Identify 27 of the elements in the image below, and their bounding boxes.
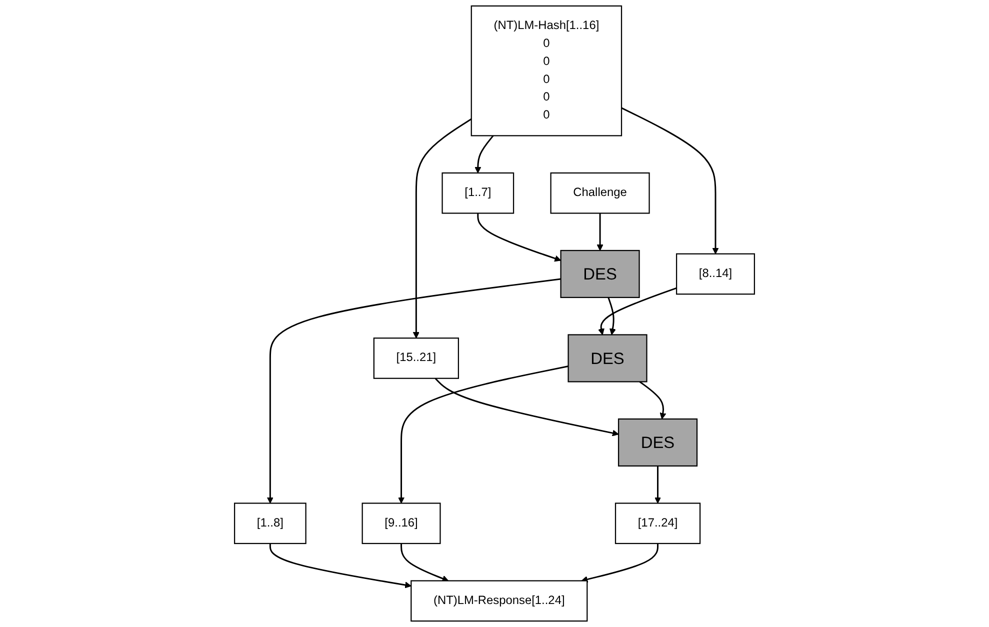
node-box: [17..24] — [614, 502, 701, 544]
arrow — [608, 297, 616, 336]
arrow — [581, 544, 658, 583]
arrow — [400, 544, 449, 582]
node-box: DES — [560, 250, 640, 298]
node-box: DES — [568, 334, 648, 382]
node-box: Challenge — [550, 172, 650, 214]
arrow — [654, 466, 662, 504]
arrow — [598, 287, 677, 336]
arrow — [477, 213, 562, 262]
node-box: [1..7] — [442, 172, 514, 214]
node-box: [1..8] — [234, 502, 306, 544]
arrow — [412, 118, 472, 338]
arrow — [639, 381, 666, 420]
node-box: [15..21] — [373, 338, 459, 379]
arrow — [621, 107, 719, 254]
arrow — [269, 544, 412, 588]
node-box: (NT)LM-Response[1..24] — [410, 580, 588, 622]
node-box: [8..14] — [676, 253, 755, 295]
node-box: (NT)LM-Hash[1..16] 0 0 0 0 0 — [470, 5, 622, 136]
node-box: DES — [618, 418, 698, 467]
arrow — [596, 213, 604, 251]
arrow — [474, 135, 494, 174]
arrow — [266, 278, 561, 504]
arrow — [398, 366, 568, 504]
arrow — [434, 378, 619, 436]
node-box: [9..16] — [362, 502, 441, 544]
